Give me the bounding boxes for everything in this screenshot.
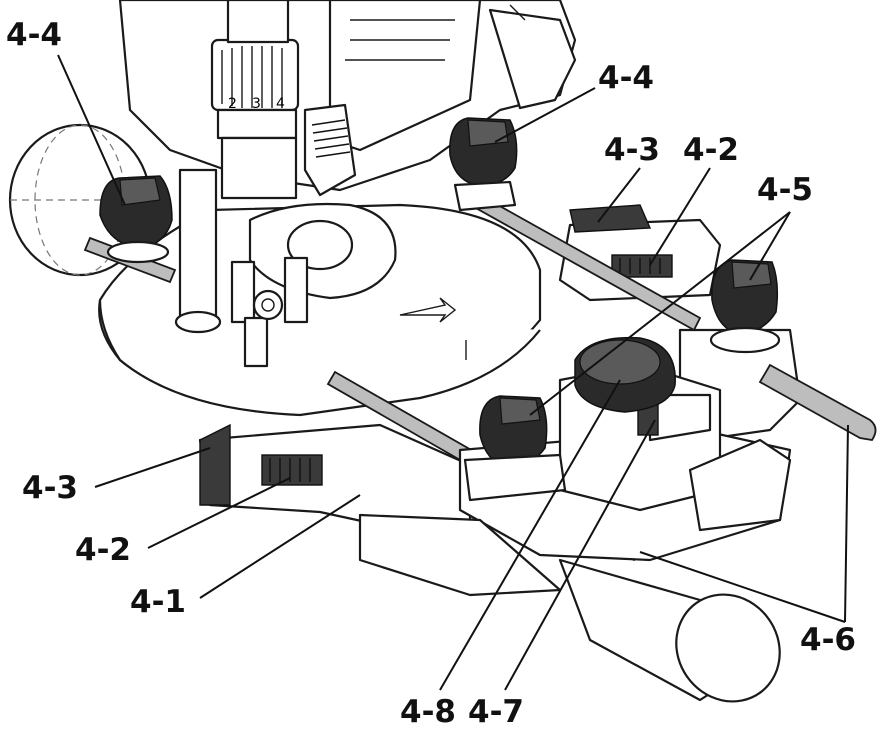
dial-mark-4: 4 [276, 96, 285, 112]
knob-4-4-left [99, 175, 173, 264]
knob-4-8 [574, 336, 676, 413]
leader-lines [57, 54, 849, 691]
dial-mark-3: 3 [252, 96, 261, 112]
callout-4-4-right: 4-4 [598, 60, 654, 96]
callout-4-5: 4-5 [757, 172, 813, 208]
guide-columns [174, 168, 309, 368]
callout-4-1: 4-1 [130, 584, 186, 620]
callout-4-3-top: 4-3 [604, 132, 660, 168]
callout-4-2-bottom: 4-2 [75, 532, 131, 568]
callout-4-2-top: 4-2 [683, 132, 739, 168]
depth-dial: 2 3 4 [210, 0, 300, 200]
callout-4-4-left: 4-4 [6, 17, 62, 53]
callout-labels: 4-4 4-4 4-3 4-2 4-5 4-3 4-2 4-1 4-6 4-8 … [6, 17, 856, 730]
knob-4-4-right [449, 117, 518, 212]
rear-rail [558, 204, 802, 442]
dial-mark-2: 2 [228, 96, 237, 112]
callout-4-7: 4-7 [468, 694, 524, 730]
callout-4-3-bottom: 4-3 [22, 470, 78, 506]
callout-4-6: 4-6 [800, 622, 856, 658]
callout-4-8: 4-8 [400, 694, 456, 730]
knob-4-5-right [709, 259, 781, 354]
lock-lever [303, 103, 357, 197]
extraction-tube [558, 558, 781, 703]
base-plate [98, 202, 542, 417]
